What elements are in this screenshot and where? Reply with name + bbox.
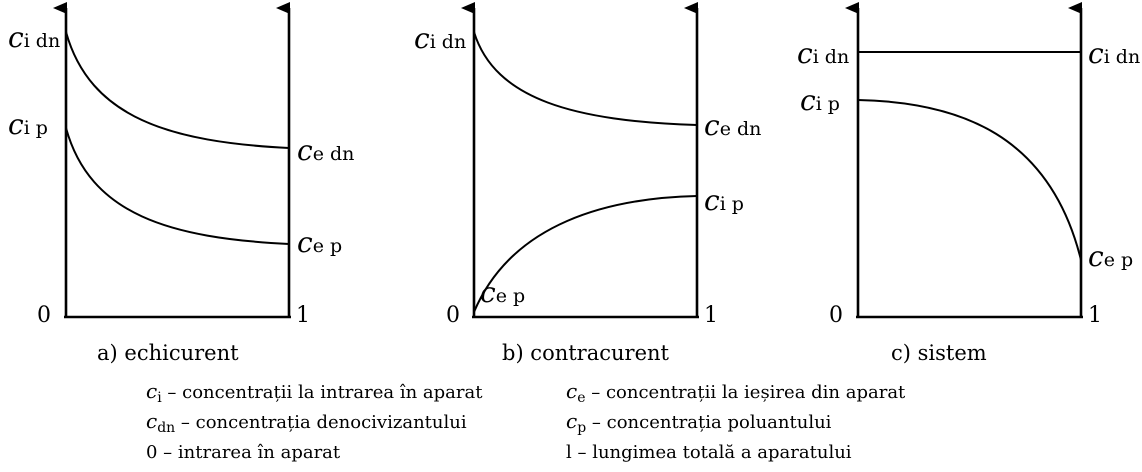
panel-c-label-ci-p: ci p [800,84,840,117]
legend-item-zero: 0 – intrarea în aparat [146,442,341,463]
panel-a-caption: a) echicurent [97,341,239,365]
panel-b-label-ci-dn: ci dn [414,22,466,55]
panel-c: ci dn ci dn ci p ce p 0 1 c) sistem [797,2,1140,365]
panel-b: ci dn ce dn ci p ce p 0 1 b) contracuren… [414,2,761,365]
panel-b-label-ci-p: ci p [704,184,744,217]
panel-b-curve-dn [473,31,698,126]
legend-item-cdn: cdn – concentrația denocivizantului [146,409,467,436]
panel-b-zero: 0 [446,303,460,328]
panel-c-label-ci-dn-right: ci dn [1088,37,1140,70]
panel-b-one: 1 [704,303,718,328]
panel-a-label-ce-p: ce p [297,226,342,259]
panel-a-label-ci-p: ci p [8,108,48,141]
panel-c-label-ci-dn-left: ci dn [797,37,849,70]
panel-a-label-ci-dn: ci dn [8,21,60,54]
panel-b-caption: b) contracurent [502,341,670,365]
panel-b-label-ce-dn: ce dn [704,109,761,142]
panel-c-label-ce-p: ce p [1088,240,1133,273]
panel-c-one: 1 [1088,303,1102,328]
panel-a-label-ce-dn: ce dn [297,134,354,167]
panel-a-curve-p [65,127,290,245]
panel-c-caption: c) sistem [891,341,987,365]
legend-item-ci: ci – concentrații la intrarea în aparat [146,379,483,406]
panel-c-zero: 0 [829,303,843,328]
panel-c-curve-p [857,99,1082,261]
panel-a-zero: 0 [37,303,51,328]
panel-b-label-ce-p: ce p [480,276,525,309]
panel-a-one: 1 [296,303,310,328]
panel-a-curve-dn [65,31,290,149]
panel-b-curve-p [473,195,698,313]
legend: ci – concentrații la intrarea în aparat … [146,379,906,463]
legend-item-cp: cp – concentrația poluantului [566,409,832,436]
legend-item-length: l – lungimea totală a aparatului [566,442,852,463]
legend-item-ce: ce – concentrații la ieșirea din aparat [566,379,906,406]
panel-a: ci dn ci p ce dn ce p 0 1 a) echicurent [8,2,354,365]
